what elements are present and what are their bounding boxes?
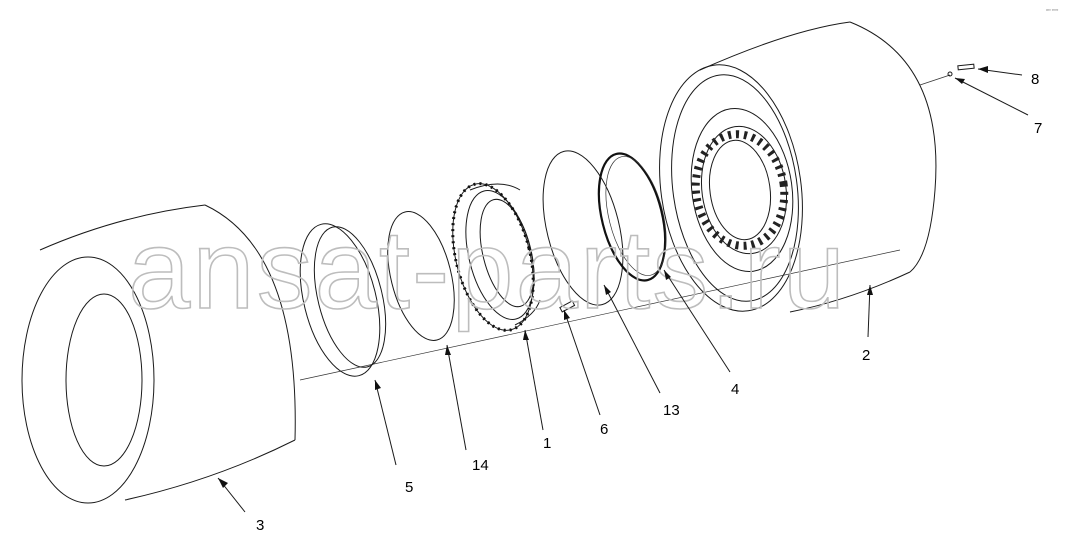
part-7-washer [947, 71, 953, 77]
callout-2: 2 [862, 347, 870, 364]
corner-mark: º⁰⁰ ⁰⁰⁰⁰ [1046, 8, 1059, 13]
arrow-14 [445, 345, 451, 355]
leader-5 [374, 379, 397, 466]
leader-14 [446, 344, 467, 451]
leader-1 [524, 329, 544, 431]
arrow-1 [523, 330, 529, 340]
callout-14: 14 [472, 457, 489, 474]
leader-lines [217, 66, 1029, 513]
part-13-seal [542, 150, 624, 306]
callout-6: 6 [600, 421, 608, 438]
callout-13: 13 [663, 402, 680, 419]
arrow-7 [955, 78, 965, 84]
arrow-6 [564, 310, 570, 320]
arrow-2 [867, 285, 873, 295]
leader-4 [663, 269, 731, 373]
part-3-outer-sleeve [21, 204, 296, 504]
callout-3: 3 [256, 517, 264, 534]
arrow-5 [375, 380, 381, 390]
leader-7 [954, 77, 1029, 116]
arrow-8 [978, 66, 988, 73]
part-6-pin [559, 300, 576, 313]
callout-5: 5 [405, 479, 413, 496]
leader-13 [603, 284, 661, 394]
callout-labels: 3 5 14 1 6 13 4 2 7 8 [256, 71, 1042, 534]
part-2-housing [659, 21, 937, 313]
part-5-ring [299, 223, 387, 377]
arrow-3 [218, 478, 228, 488]
arrow-13 [604, 285, 611, 295]
part-4-ring [597, 152, 667, 282]
callout-7: 7 [1034, 120, 1042, 137]
callout-8: 8 [1031, 71, 1039, 88]
leader-6 [563, 309, 601, 416]
arrow-4 [664, 270, 671, 280]
part-14-seal [387, 211, 455, 341]
watermark-text: ansat-parts.ru [128, 207, 847, 332]
part-1-bearing-ring [451, 182, 541, 332]
callout-4: 4 [731, 381, 739, 398]
center-axis [299, 74, 951, 381]
part-8-pin [957, 63, 975, 71]
callout-1: 1 [543, 435, 551, 452]
